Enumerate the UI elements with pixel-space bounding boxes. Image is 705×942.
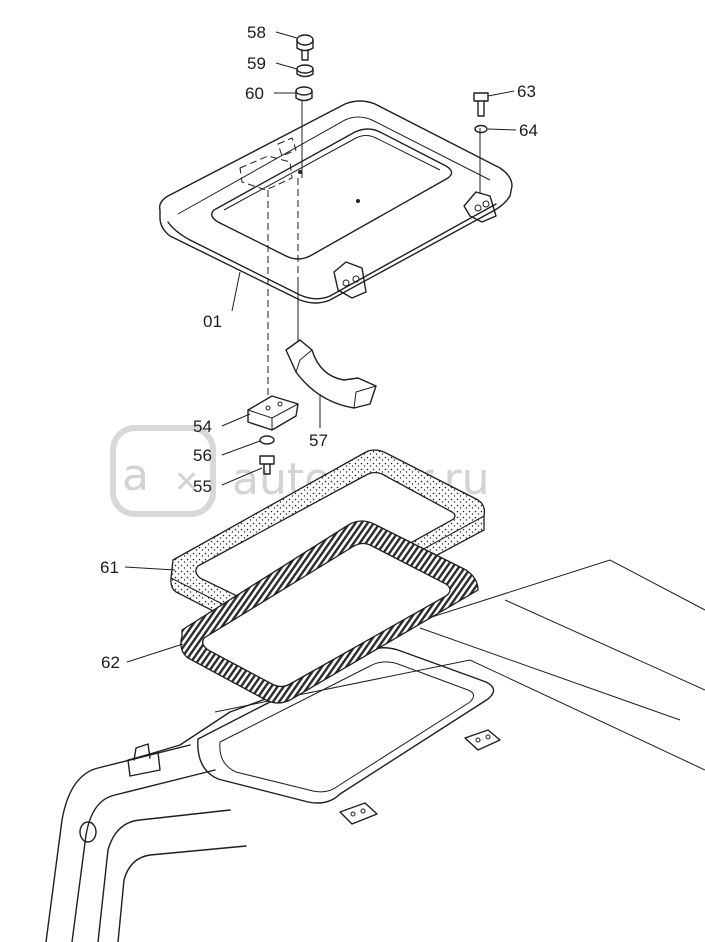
coil-seal (180, 520, 479, 704)
watermark-logo-frame (110, 425, 216, 517)
callout-labels: 58 59 60 63 64 01 54 57 56 55 61 62 (100, 23, 538, 672)
lid-bolt-hole (298, 170, 302, 174)
callout-01: 01 (203, 312, 222, 331)
latch-bracket (247, 395, 299, 431)
grab-handle (285, 339, 377, 409)
callout-56: 56 (193, 446, 212, 465)
bolt-63 (473, 92, 489, 117)
washer-64 (474, 124, 488, 134)
watermark-cross-icon: ✕ (174, 465, 199, 500)
leader-lines (124, 31, 517, 663)
callout-64: 64 (519, 121, 538, 140)
callout-57: 57 (309, 431, 328, 450)
spacer-60 (295, 86, 313, 102)
callout-58: 58 (247, 23, 266, 42)
callout-61: 61 (100, 558, 119, 577)
callout-59: 59 (247, 54, 266, 73)
callout-55: 55 (193, 477, 212, 496)
mount-pad (339, 802, 378, 825)
roof-hatch-lid (158, 100, 513, 304)
bolt-58 (296, 34, 314, 61)
cab-body (45, 559, 705, 942)
assembly-lines (267, 100, 481, 398)
callout-60: 60 (245, 84, 264, 103)
bolt-55 (259, 455, 275, 475)
watermark-logo-text: a (122, 450, 149, 501)
washer-56 (259, 435, 275, 445)
callout-62: 62 (101, 653, 120, 672)
callout-54: 54 (193, 417, 212, 436)
callout-63: 63 (517, 82, 536, 101)
mount-pad (464, 729, 501, 751)
nut-59 (296, 64, 314, 78)
